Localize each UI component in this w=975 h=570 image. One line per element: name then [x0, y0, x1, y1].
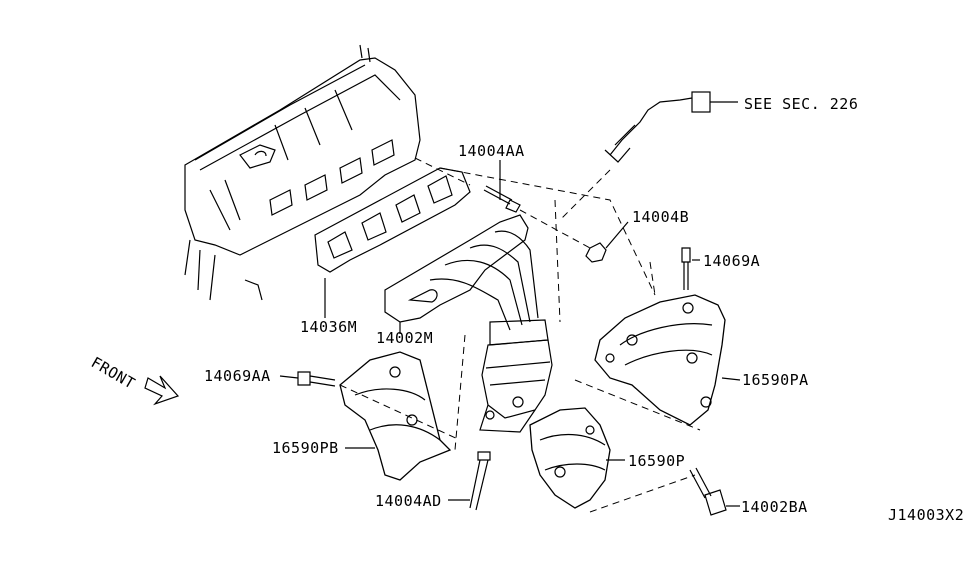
label-14036M: 14036M — [300, 318, 358, 336]
label-16590PB: 16590PB — [272, 439, 339, 457]
label-14069A: 14069A — [703, 252, 761, 270]
heat-insulator-pa — [594, 294, 726, 426]
label-14002M: 14002M — [376, 329, 434, 347]
label-14069AA: 14069AA — [204, 367, 271, 385]
engine-head — [184, 44, 421, 301]
oxygen-sensor — [604, 91, 738, 163]
heat-insulator-pb — [339, 351, 452, 481]
label-14004AA: 14004AA — [458, 142, 525, 160]
fasteners — [297, 185, 727, 516]
heat-insulator-p — [529, 407, 611, 509]
label-16590P: 16590P — [628, 452, 686, 470]
manifold-gasket — [314, 167, 471, 273]
catalytic-converter — [479, 339, 553, 433]
diagram-code: J14003X2 — [888, 506, 965, 524]
label-see-sec-226: SEE SEC. 226 — [744, 95, 859, 113]
leader-lines — [279, 157, 741, 513]
front-arrow-icon — [144, 375, 180, 406]
label-14002BA: 14002BA — [741, 498, 808, 516]
label-16590PA: 16590PA — [742, 371, 809, 389]
label-14004AD: 14004AD — [375, 492, 442, 510]
label-14004B: 14004B — [632, 208, 690, 226]
exhaust-manifold — [384, 214, 549, 346]
